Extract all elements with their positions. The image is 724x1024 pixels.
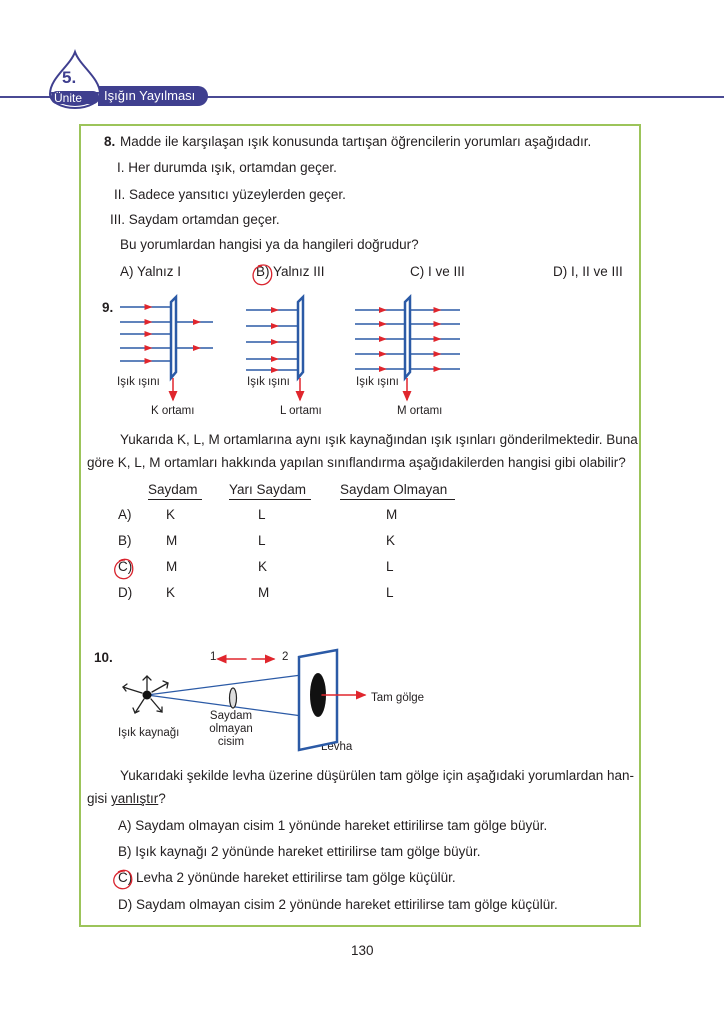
row-label: D) xyxy=(118,585,133,600)
cell: K xyxy=(166,585,176,600)
col-header-opaque: Saydam Olmayan xyxy=(340,482,455,500)
q8-stem: Madde ile karşılaşan ışık konusunda tart… xyxy=(120,134,592,149)
header-rule xyxy=(0,96,724,98)
cell: M xyxy=(166,559,178,574)
cell: M xyxy=(258,585,270,600)
col-header-translucent: Yarı Saydam xyxy=(229,482,311,500)
q8-number: 8. xyxy=(104,134,116,149)
row-label: A) xyxy=(118,507,132,522)
q8-option-d[interactable]: D) I, II ve III xyxy=(553,264,623,279)
cell: L xyxy=(386,585,394,600)
q10-number: 10. xyxy=(94,650,113,665)
chapter-title: Işığın Yayılması xyxy=(98,86,208,106)
light-source-label: Işık kaynağı xyxy=(118,727,180,739)
cell: K xyxy=(386,533,396,548)
q9-number: 9. xyxy=(102,300,114,315)
stem-emphasis: yanlıştır xyxy=(111,791,159,806)
cell: M xyxy=(386,507,398,522)
q8-statement: III. Saydam ortamdan geçer. xyxy=(110,212,280,227)
object-label-line: cisim xyxy=(217,736,245,748)
cell: K xyxy=(258,559,268,574)
ray-label-l: Işık ışını xyxy=(247,376,290,388)
cell: L xyxy=(258,533,266,548)
question-box xyxy=(79,124,641,927)
q8-question: Bu yorumlardan hangisi ya da hangileri d… xyxy=(120,237,419,252)
l-medium-label: L ortamı xyxy=(280,405,322,417)
q10-stem: gisi yanlıştır? xyxy=(87,791,166,807)
q10-stem: Yukarıdaki şekilde levha üzerine düşürül… xyxy=(120,768,635,783)
q10-option-b[interactable]: B) Işık kaynağı 2 yönünde hareket ettiri… xyxy=(118,844,481,859)
object-label-line: olmayan xyxy=(209,723,253,735)
unit-label: Ünite xyxy=(54,91,83,105)
col-header-transparent: Saydam xyxy=(148,482,202,500)
cell: K xyxy=(166,507,176,522)
q10-option-c[interactable]: C) Levha 2 yönünde hareket ettirilirse t… xyxy=(118,870,456,885)
page-number: 130 xyxy=(351,943,374,958)
m-medium-label: M ortamı xyxy=(397,405,443,417)
ray-label-m: Işık ışını xyxy=(356,376,399,388)
cell: L xyxy=(386,559,394,574)
unit-number: 5. xyxy=(62,68,77,87)
k-medium-label: K ortamı xyxy=(151,405,195,417)
ray-label-k: Işık ışını xyxy=(117,376,160,388)
stem-text: ? xyxy=(158,791,166,806)
q10-option-d[interactable]: D) Saydam olmayan cisim 2 yönünde hareke… xyxy=(118,897,558,912)
q10-option-a[interactable]: A) Saydam olmayan cisim 1 yönünde hareke… xyxy=(118,818,548,833)
row-label: B) xyxy=(118,533,132,548)
cell: M xyxy=(166,533,178,548)
direction-2-label: 2 xyxy=(282,651,289,663)
q8-statement: II. Sadece yansıtıcı yüzeylerden geçer. xyxy=(114,187,346,202)
q8-option-c[interactable]: C) I ve III xyxy=(410,264,465,279)
umbra-label: Tam gölge xyxy=(371,692,425,704)
stem-text: gisi xyxy=(87,791,112,806)
direction-1-label: 1 xyxy=(210,651,217,663)
q8-option-b[interactable]: B) Yalnız III xyxy=(256,264,325,279)
cell: L xyxy=(258,507,266,522)
q9-stem: Yukarıda K, L, M ortamlarına aynı ışık k… xyxy=(120,432,638,447)
q9-stem: göre K, L, M ortamları hakkında yapılan … xyxy=(87,455,626,470)
q8-statement: I. Her durumda ışık, ortamdan geçer. xyxy=(117,160,337,175)
q8-option-a[interactable]: A) Yalnız I xyxy=(120,264,182,279)
